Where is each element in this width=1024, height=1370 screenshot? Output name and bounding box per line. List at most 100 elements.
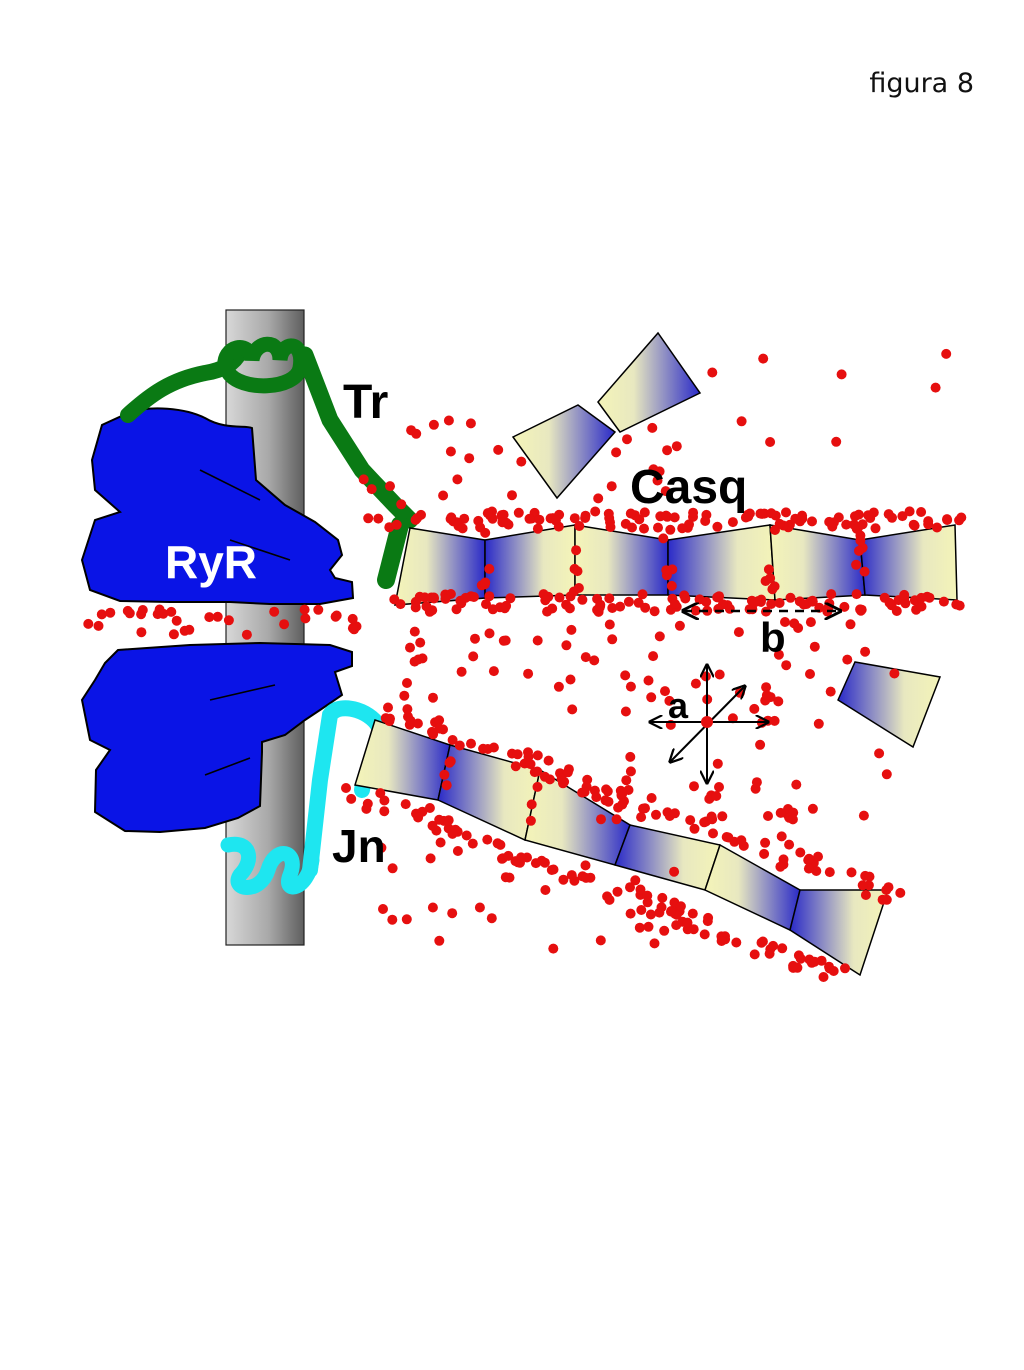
calcium-ion: [845, 619, 856, 630]
casq-upper-chain: [394, 524, 958, 606]
calcium-ion: [396, 499, 407, 510]
calcium-ion: [666, 580, 677, 591]
calcium-ion: [556, 773, 567, 784]
calcium-ion: [670, 599, 680, 609]
calcium-ion: [427, 820, 438, 831]
calcium-ion: [412, 513, 423, 524]
calcium-ion: [375, 788, 386, 799]
calcium-ion: [460, 592, 471, 603]
calcium-ion: [526, 799, 537, 810]
calcium-ion: [763, 564, 774, 575]
calcium-ion: [358, 474, 369, 485]
calcium-ion: [166, 606, 177, 617]
calcium-ion: [714, 669, 725, 680]
calcium-ion: [899, 589, 910, 600]
calcium-ion: [769, 581, 780, 592]
calcium-ion: [565, 674, 576, 685]
calcium-ion: [566, 870, 577, 881]
calcium-ion: [620, 670, 631, 681]
calcium-ion: [788, 960, 799, 971]
calcium-ion: [855, 604, 866, 615]
calcium-ion: [540, 595, 551, 606]
calcium-ion: [639, 523, 649, 534]
calcium-ion: [488, 742, 499, 753]
calcium-ion: [409, 626, 420, 637]
calcium-ion: [707, 367, 718, 378]
calcium-ion: [716, 936, 727, 946]
calcium-ion: [842, 654, 853, 665]
calcium-ion: [639, 507, 650, 518]
calcium-ion: [760, 576, 771, 586]
calcium-ion: [607, 634, 618, 645]
calcium-ion: [387, 914, 398, 925]
calcium-ion: [405, 642, 415, 653]
calcium-ion: [532, 766, 543, 777]
calcium-ion: [784, 839, 795, 850]
calcium-ion: [765, 437, 776, 447]
calcium-ion: [447, 908, 458, 919]
calcium-ion: [363, 513, 374, 524]
calcium-ion: [675, 901, 686, 912]
calcium-ion: [760, 837, 771, 848]
calcium-ion: [547, 603, 558, 614]
calcium-ion: [688, 507, 699, 518]
calcium-ion: [761, 690, 772, 701]
calcium-ion: [474, 902, 485, 913]
calcium-ion: [620, 518, 631, 529]
calcium-ion: [712, 521, 723, 532]
calcium-ion: [373, 513, 384, 524]
calcium-ion: [809, 641, 820, 652]
calcium-ion: [480, 577, 491, 588]
calcium-ion: [924, 592, 935, 603]
calcium-ion: [666, 906, 676, 917]
calcium-ion: [671, 441, 682, 452]
calcium-ion: [643, 675, 654, 686]
calcium-ion: [402, 704, 413, 715]
calcium-ion: [669, 512, 680, 523]
calcium-ion: [615, 601, 626, 612]
calcium-ion: [523, 668, 534, 679]
calcium-ion: [596, 814, 606, 825]
calcium-ion: [859, 566, 870, 577]
calcium-ion: [700, 516, 711, 526]
calcium-ion: [427, 902, 438, 913]
calcium-ion: [513, 507, 524, 518]
calcium-ion: [573, 583, 584, 593]
calcium-ion: [562, 767, 573, 778]
calcium-ion: [434, 935, 445, 946]
calcium-ion: [567, 704, 578, 715]
calcium-ion: [625, 908, 636, 919]
calcium-ion: [798, 599, 809, 610]
calcium-ion: [714, 782, 724, 792]
calcium-ion: [550, 515, 561, 526]
calcium-ion: [447, 735, 458, 745]
calcium-ion: [346, 793, 357, 804]
calcium-ion: [803, 863, 814, 874]
calcium-ion: [841, 519, 852, 530]
calcium-ion: [652, 475, 663, 486]
calcium-ion: [122, 605, 133, 616]
calcium-ion: [441, 780, 452, 791]
calcium-ion: [804, 853, 815, 864]
calcium-ion: [391, 519, 402, 530]
calcium-ion: [376, 842, 387, 853]
calcium-ion: [775, 807, 786, 818]
calcium-ion: [863, 510, 874, 521]
calcium-ion: [625, 882, 635, 893]
calcium-ion: [646, 692, 657, 703]
calcium-ion: [916, 592, 927, 603]
calcium-ion: [634, 922, 645, 933]
calcium-ion: [482, 834, 493, 845]
calcium-ion: [604, 593, 615, 604]
calcium-ion: [434, 715, 445, 726]
calcium-ion: [427, 726, 437, 737]
calcium-ion: [787, 814, 798, 825]
calcium-ion: [406, 425, 417, 436]
calcium-ion: [775, 861, 786, 872]
calcium-ion: [577, 594, 588, 605]
calcium-ion: [241, 629, 252, 640]
calcium-ion: [480, 527, 491, 538]
calcium-ion: [223, 615, 234, 626]
calcium-ion: [454, 740, 465, 751]
calcium-ion: [648, 464, 659, 475]
